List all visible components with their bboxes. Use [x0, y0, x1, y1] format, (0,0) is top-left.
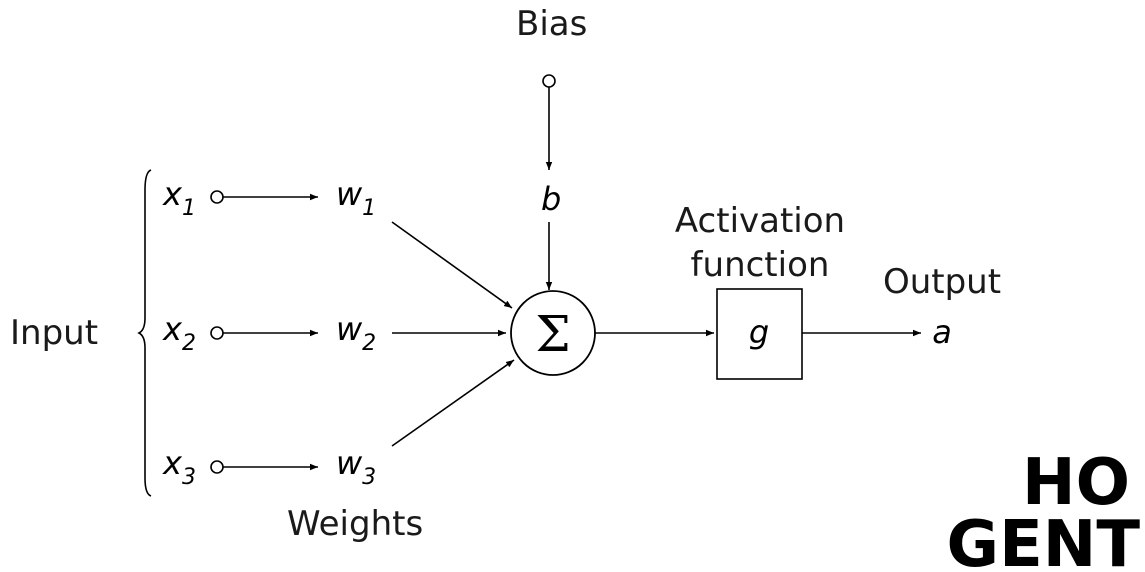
logo-line2: GENT: [947, 508, 1141, 572]
activation-box: [716, 288, 803, 380]
weight-w3: w3: [336, 444, 376, 490]
weight-w2: w2: [336, 310, 376, 356]
sigma-symbol: Σ: [535, 305, 570, 363]
activation-label-line1: Activation: [675, 201, 845, 241]
weight-w1: w1: [336, 175, 376, 221]
logo-line1: HO: [1022, 446, 1130, 520]
activation-label-line2: function: [691, 245, 830, 285]
input-x2: x2: [162, 310, 196, 356]
output-symbol: a: [932, 313, 952, 351]
input-label: Input: [10, 313, 98, 353]
bias-node: [542, 74, 556, 88]
output-label: Output: [883, 262, 1001, 302]
input-node-2: [210, 326, 224, 340]
weights-label: Weights: [287, 504, 423, 544]
input-node-3: [210, 460, 224, 474]
input-node-1: [210, 190, 224, 204]
bias-symbol: b: [541, 180, 561, 218]
weight-arrow-1: [391, 221, 513, 309]
input-row-3: x3 w3: [162, 444, 376, 490]
input-row-2: x2 w2: [162, 310, 376, 356]
input-brace: [137, 169, 152, 497]
input-x1: x1: [162, 175, 196, 221]
activation-symbol: g: [749, 313, 769, 351]
bias-label: Bias: [516, 4, 587, 44]
input-row-1: x1 w1: [162, 175, 376, 221]
input-x3: x3: [162, 444, 196, 490]
weight-arrow-3: [391, 359, 515, 447]
hogent-logo: HO GENT: [947, 446, 1141, 572]
